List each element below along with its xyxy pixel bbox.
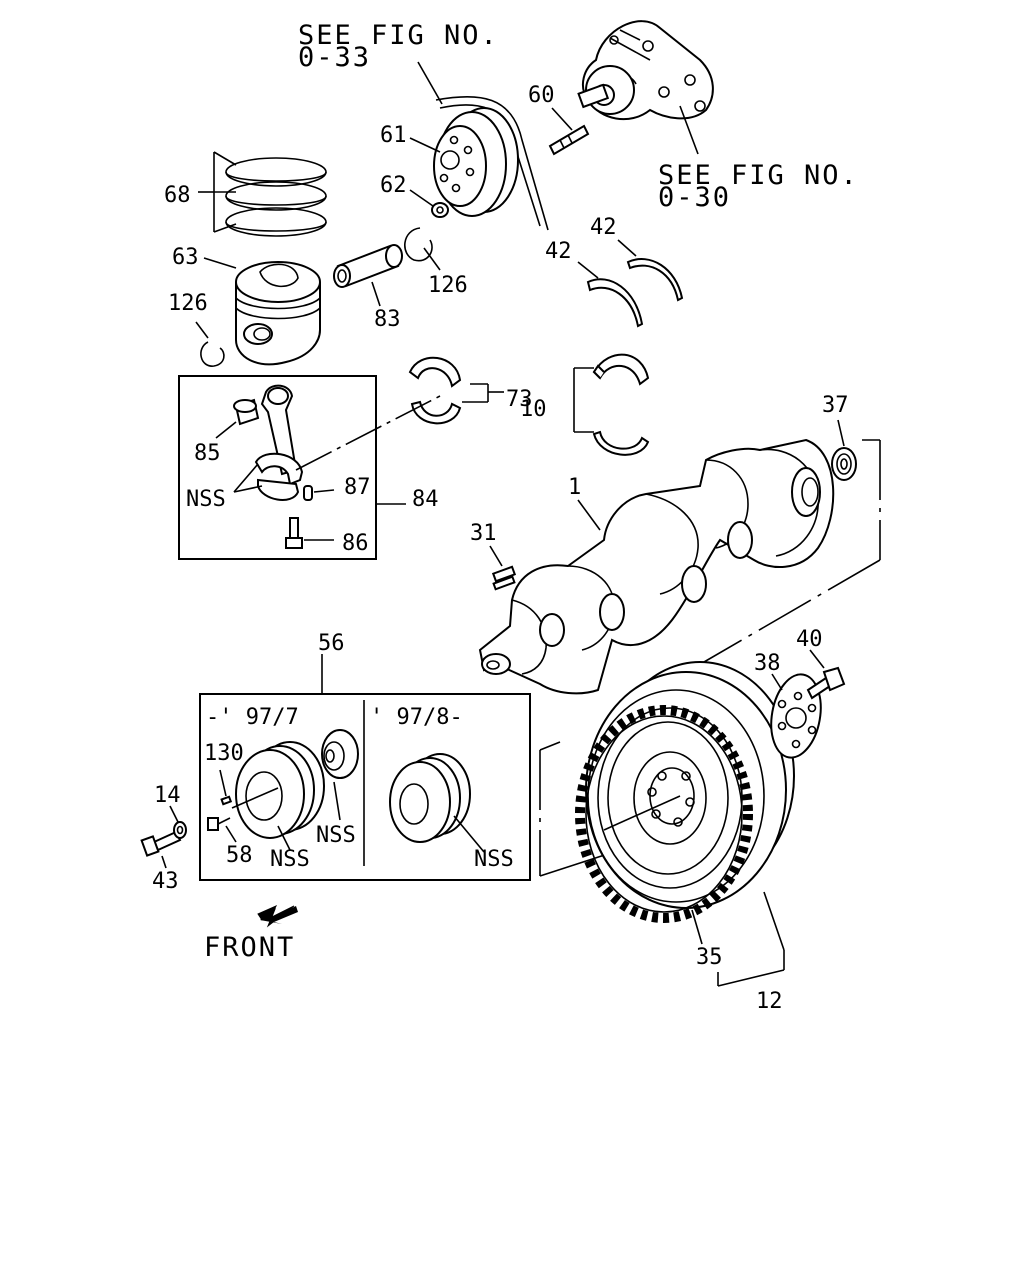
callout-12: 12 bbox=[756, 989, 783, 1014]
callout-1: 1 bbox=[568, 475, 581, 500]
callout-63: 63 bbox=[172, 245, 199, 270]
callout-62: 62 bbox=[380, 173, 407, 198]
front-arrow-head-icon bbox=[260, 906, 298, 924]
piston-63 bbox=[203, 257, 321, 366]
callout-43: 43 bbox=[152, 869, 179, 894]
nss-label-hub-early: NSS bbox=[316, 823, 356, 848]
nss-label-pulley-late: NSS bbox=[474, 847, 514, 872]
callout-58: 58 bbox=[226, 843, 253, 868]
thrust-washer-42-right bbox=[617, 239, 684, 302]
date-range-until: -' 97/7 bbox=[206, 705, 299, 730]
callout-31: 31 bbox=[470, 521, 497, 546]
ref-030-line2: 0-30 bbox=[658, 182, 731, 213]
callout-56: 56 bbox=[318, 631, 345, 656]
stud-60 bbox=[548, 107, 590, 156]
ref-033-line2: 0-33 bbox=[298, 42, 371, 73]
callout-10: 10 bbox=[520, 397, 547, 422]
snap-ring-126-lower bbox=[195, 321, 225, 367]
bolt-58 bbox=[207, 817, 237, 843]
nss-leaders-rod bbox=[233, 463, 263, 493]
callout-40: 40 bbox=[796, 627, 823, 652]
crankshaft-1 bbox=[478, 438, 835, 695]
callout-61: 61 bbox=[380, 123, 407, 148]
pulley-early-variant bbox=[231, 741, 325, 851]
water-pump bbox=[577, 20, 714, 155]
nss-label-pulley-early: NSS bbox=[270, 847, 310, 872]
washer-14 bbox=[169, 805, 187, 839]
piston-rings-68 bbox=[198, 151, 327, 237]
pulley-centerline bbox=[603, 795, 681, 831]
callout-14: 14 bbox=[154, 783, 181, 808]
reference-fig-0-30: SEE FIG NO. 0-30 bbox=[658, 160, 859, 213]
front-direction-indicator: FRONT bbox=[204, 904, 298, 963]
callout-42-left: 42 bbox=[545, 239, 572, 264]
callout-68: 68 bbox=[164, 183, 191, 208]
reference-fig-0-33: SEE FIG NO. 0-33 bbox=[298, 20, 499, 73]
ref-033-line1: SEE FIG NO. bbox=[298, 20, 499, 51]
pulley-hub-early bbox=[321, 729, 359, 821]
piston-pin-83 bbox=[333, 244, 403, 307]
callout-130: 130 bbox=[204, 741, 244, 766]
crank-position-gear-35 bbox=[575, 705, 785, 987]
callout-38: 38 bbox=[754, 651, 781, 676]
pulley-variant-box bbox=[199, 693, 531, 881]
callout-73: 73 bbox=[506, 387, 533, 412]
callout-labels: 60 61 62 68 42 42 63 126 126 83 73 10 37… bbox=[152, 83, 849, 1014]
conrod-bolt-86 bbox=[285, 517, 334, 549]
pilot-bearing-37 bbox=[831, 419, 857, 481]
conrod-bearing-73 bbox=[408, 356, 504, 425]
fan-pulley-61 bbox=[409, 107, 519, 217]
snap-ring-126-upper bbox=[404, 227, 441, 271]
callout-60: 60 bbox=[528, 83, 555, 108]
nss-label-rod: NSS bbox=[186, 487, 226, 512]
conrod-assembly-box bbox=[178, 375, 377, 560]
callout-42-right: 42 bbox=[590, 215, 617, 240]
callout-126-lower: 126 bbox=[168, 291, 208, 316]
pin-130 bbox=[219, 769, 233, 806]
key-31 bbox=[489, 545, 517, 591]
callout-126-upper: 126 bbox=[428, 273, 468, 298]
nut-62 bbox=[409, 189, 449, 218]
front-label: FRONT bbox=[204, 932, 295, 963]
bolt-43 bbox=[140, 830, 182, 869]
crank-pulley-damper-12 bbox=[585, 661, 795, 909]
callout-86: 86 bbox=[342, 531, 369, 556]
washer-plate-38 bbox=[770, 673, 822, 759]
ref-030-line1: SEE FIG NO. bbox=[658, 160, 859, 191]
small-end-bushing-85 bbox=[215, 398, 260, 439]
callout-85: 85 bbox=[194, 441, 221, 466]
date-range-from: ' 97/8- bbox=[370, 705, 463, 730]
callout-87: 87 bbox=[344, 475, 371, 500]
pulley-late-variant bbox=[389, 753, 485, 853]
callout-35: 35 bbox=[696, 945, 723, 970]
callout-84: 84 bbox=[412, 487, 439, 512]
bolt-40 bbox=[806, 649, 846, 700]
main-bearing-10 bbox=[573, 353, 650, 456]
connecting-rod bbox=[254, 384, 441, 501]
callout-83: 83 bbox=[374, 307, 401, 332]
thrust-washer-42-left bbox=[577, 261, 644, 328]
callout-37: 37 bbox=[822, 393, 849, 418]
conrod-nut-87 bbox=[303, 485, 335, 501]
